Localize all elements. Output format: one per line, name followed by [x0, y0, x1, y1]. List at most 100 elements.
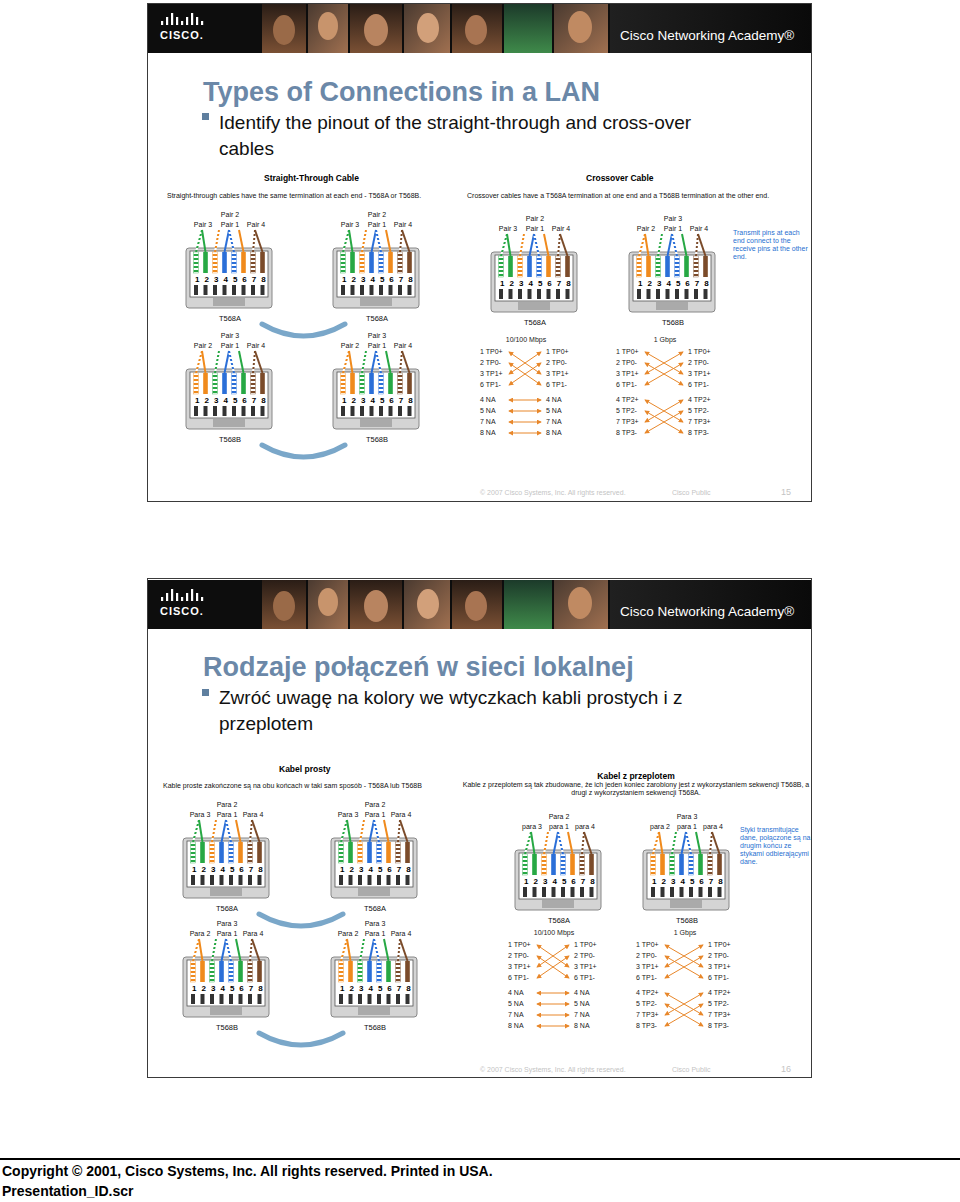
rj45-plug: Para 2para 3para 1para 41 2 3 4 5 6 7 8T…: [513, 813, 605, 926]
logo-text: CISCO.: [160, 605, 204, 618]
standard-label: T568B: [345, 1023, 405, 1032]
pair-label: Pair 1: [660, 225, 686, 233]
pin-signal: 3 TP1+: [546, 370, 569, 378]
cable-panel: Kabel z przeplotemKable z przeplotem są …: [461, 761, 811, 1053]
standard-label: T568B: [200, 435, 260, 444]
pin-signal: 4 TP2+: [636, 989, 659, 997]
pin-signal: 6 TP1-: [574, 974, 595, 982]
pin-signal: 5 NA: [574, 1000, 590, 1008]
pin-signal: 4 NA: [546, 396, 562, 404]
footer-text: Cisco Public: [672, 489, 711, 497]
plug-drawing: [331, 939, 417, 1017]
panel-text: Kable proste zakończone są na obu końcac…: [163, 782, 455, 790]
pin-signal: 8 TP3-: [636, 1022, 657, 1030]
plug-drawing: [183, 939, 269, 1017]
pin-numbers: 1 2 3 4 5 6 7 8: [652, 877, 723, 886]
pin-arrows: [537, 945, 569, 1026]
pair-label: Pair 4: [243, 342, 269, 350]
plug-drawing: [643, 832, 729, 910]
pair-label: Pair 2: [210, 211, 250, 219]
pair-label: Pair 3: [495, 225, 521, 233]
pair-label: Para 4: [240, 930, 266, 938]
pair-label: Pair 2: [633, 225, 659, 233]
pair-label: Pair 3: [337, 221, 363, 229]
pair-label: Pair 3: [190, 221, 216, 229]
pin-signal: 8 TP3-: [708, 1022, 729, 1030]
pair-label: Para 3: [335, 811, 361, 819]
pair-label: Para 4: [240, 811, 266, 819]
academy-name: Cisco Networking Academy®: [620, 604, 794, 620]
pair-label: Para 3: [187, 811, 213, 819]
pair-label: Pair 2: [357, 211, 397, 219]
pin-signal: 8 TP3-: [616, 429, 637, 437]
pair-label: Para 1: [214, 930, 240, 938]
rj45-plug: Pair 3Pair 2Pair 1Pair 41 2 3 4 5 6 7 8T…: [184, 332, 276, 445]
pin-signal: 2 TP0-: [616, 359, 637, 367]
pin-signal: 5 TP2-: [636, 1000, 657, 1008]
pin-signal: 3 TP1+: [636, 963, 659, 971]
cable-arc: [259, 1033, 343, 1045]
pin-signal: 7 NA: [480, 418, 496, 426]
plug-drawing: [186, 351, 272, 429]
pin-signal: 7 TP3+: [636, 1011, 659, 1019]
rj45-plug: Pair 2Pair 3Pair 1Pair 41 2 3 4 5 6 7 8T…: [489, 215, 581, 328]
pair-label: Pair 4: [686, 225, 712, 233]
pin-signal: 5 NA: [508, 1000, 524, 1008]
header-band: [148, 580, 811, 629]
table-title: 10/100 Mbps: [508, 929, 600, 937]
bullet-square: [202, 689, 209, 696]
pin-signal: 6 TP1-: [708, 974, 729, 982]
pin-signal: 1 TP0+: [636, 941, 659, 949]
panel-title: Kabel prosty: [279, 764, 331, 774]
pin-signal: 1 TP0+: [480, 348, 503, 356]
pair-label: para 4: [700, 823, 726, 831]
pin-signal: 3 TP1+: [480, 370, 503, 378]
standard-label: T568B: [347, 435, 407, 444]
pin-signal: 8 NA: [480, 429, 496, 437]
header-band: [148, 4, 811, 53]
pin-signal: 6 TP1-: [546, 381, 567, 389]
standard-label: T568A: [347, 314, 407, 323]
pin-signal: 8 NA: [508, 1022, 524, 1030]
pair-label: para 1: [546, 823, 572, 831]
pair-label: para 3: [519, 823, 545, 831]
standard-label: T568A: [200, 314, 260, 323]
cable-arc: [262, 445, 345, 457]
pair-label: Pair 2: [190, 342, 216, 350]
pin-signal: 4 TP2+: [708, 989, 731, 997]
pin-signal: 2 TP0-: [688, 359, 709, 367]
pair-label: Pair 3: [210, 332, 250, 340]
footer-text: © 2007 Cisco Systems, Inc. All rights re…: [480, 1066, 626, 1074]
pin-arrows: [509, 352, 541, 433]
table-title: 10/100 Mbps: [480, 336, 572, 344]
pin-signal: 4 NA: [508, 989, 524, 997]
rj45-plug: Para 3Para 2Para 1Para 41 2 3 4 5 6 7 8T…: [329, 920, 421, 1033]
pin-signal: 2 TP0-: [480, 359, 501, 367]
pin-signal: 2 TP0-: [636, 952, 657, 960]
pin-signal: 3 TP1+: [574, 963, 597, 971]
pair-label: Pair 1: [364, 221, 390, 229]
academy-name: Cisco Networking Academy®: [620, 28, 794, 44]
pin-signal: 6 TP1-: [508, 974, 529, 982]
pair-label: Para 2: [187, 930, 213, 938]
pin-signal: 6 TP1-: [636, 974, 657, 982]
pin-signal: 5 NA: [546, 407, 562, 415]
cable-arc: [262, 324, 345, 336]
cable-panel: Kabel prostyKable proste zakończone są n…: [159, 761, 459, 1053]
pin-arrows: [665, 945, 703, 1026]
rj45-plug: Pair 3Pair 2Pair 1Pair 41 2 3 4 5 6 7 8T…: [331, 332, 423, 445]
pin-signal: 5 TP2-: [688, 407, 709, 415]
pair-label: Para 3: [207, 920, 247, 928]
footer-text: Cisco Public: [672, 1066, 711, 1074]
standard-label: T568A: [345, 904, 405, 913]
pin-numbers: 1 2 3 4 5 6 7 8: [192, 984, 263, 993]
pin-numbers: 1 2 3 4 5 6 7 8: [195, 396, 266, 405]
rj45-plug: Pair 2Pair 3Pair 1Pair 41 2 3 4 5 6 7 8T…: [184, 211, 276, 324]
panel-title: Kabel z przeplotem: [461, 771, 811, 781]
pin-signal: 4 TP2+: [688, 396, 711, 404]
pair-label: Pair 1: [364, 342, 390, 350]
pin-numbers: 1 2 3 4 5 6 7 8: [195, 275, 266, 284]
pair-label: Para 2: [355, 801, 395, 809]
